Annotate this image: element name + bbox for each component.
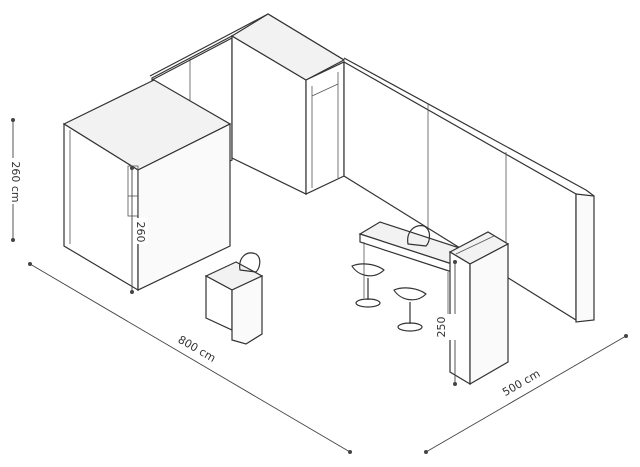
bar-stool-1 [351, 263, 385, 308]
column-height-label: 250 [435, 317, 448, 338]
label-backdrop [0, 158, 16, 204]
cabin-height-label: 260 [134, 222, 147, 243]
info-counter [204, 252, 264, 345]
label-backdrop [442, 314, 456, 340]
label-backdrop [134, 218, 148, 244]
dim-endpoint [11, 238, 15, 242]
height-label: 260 cm [9, 161, 22, 202]
dim-endpoint [453, 260, 457, 264]
dim-endpoint [624, 334, 628, 338]
dim-endpoint [424, 450, 428, 454]
label-backdrop [499, 363, 547, 401]
storage-cabin [62, 79, 232, 292]
dimension-lines [11, 118, 628, 454]
label-backdrop [171, 329, 219, 367]
dim-endpoint [348, 450, 352, 454]
dim-endpoint [453, 382, 457, 386]
dim-endpoint [28, 262, 32, 266]
front-column [448, 231, 510, 386]
dim-endpoint [11, 118, 15, 122]
dim-endpoint [130, 166, 134, 170]
dim-endpoint [130, 290, 134, 294]
length-dimension-line [29, 263, 351, 453]
bar-stool-2 [393, 287, 427, 332]
depth-dimension-line [425, 335, 627, 453]
